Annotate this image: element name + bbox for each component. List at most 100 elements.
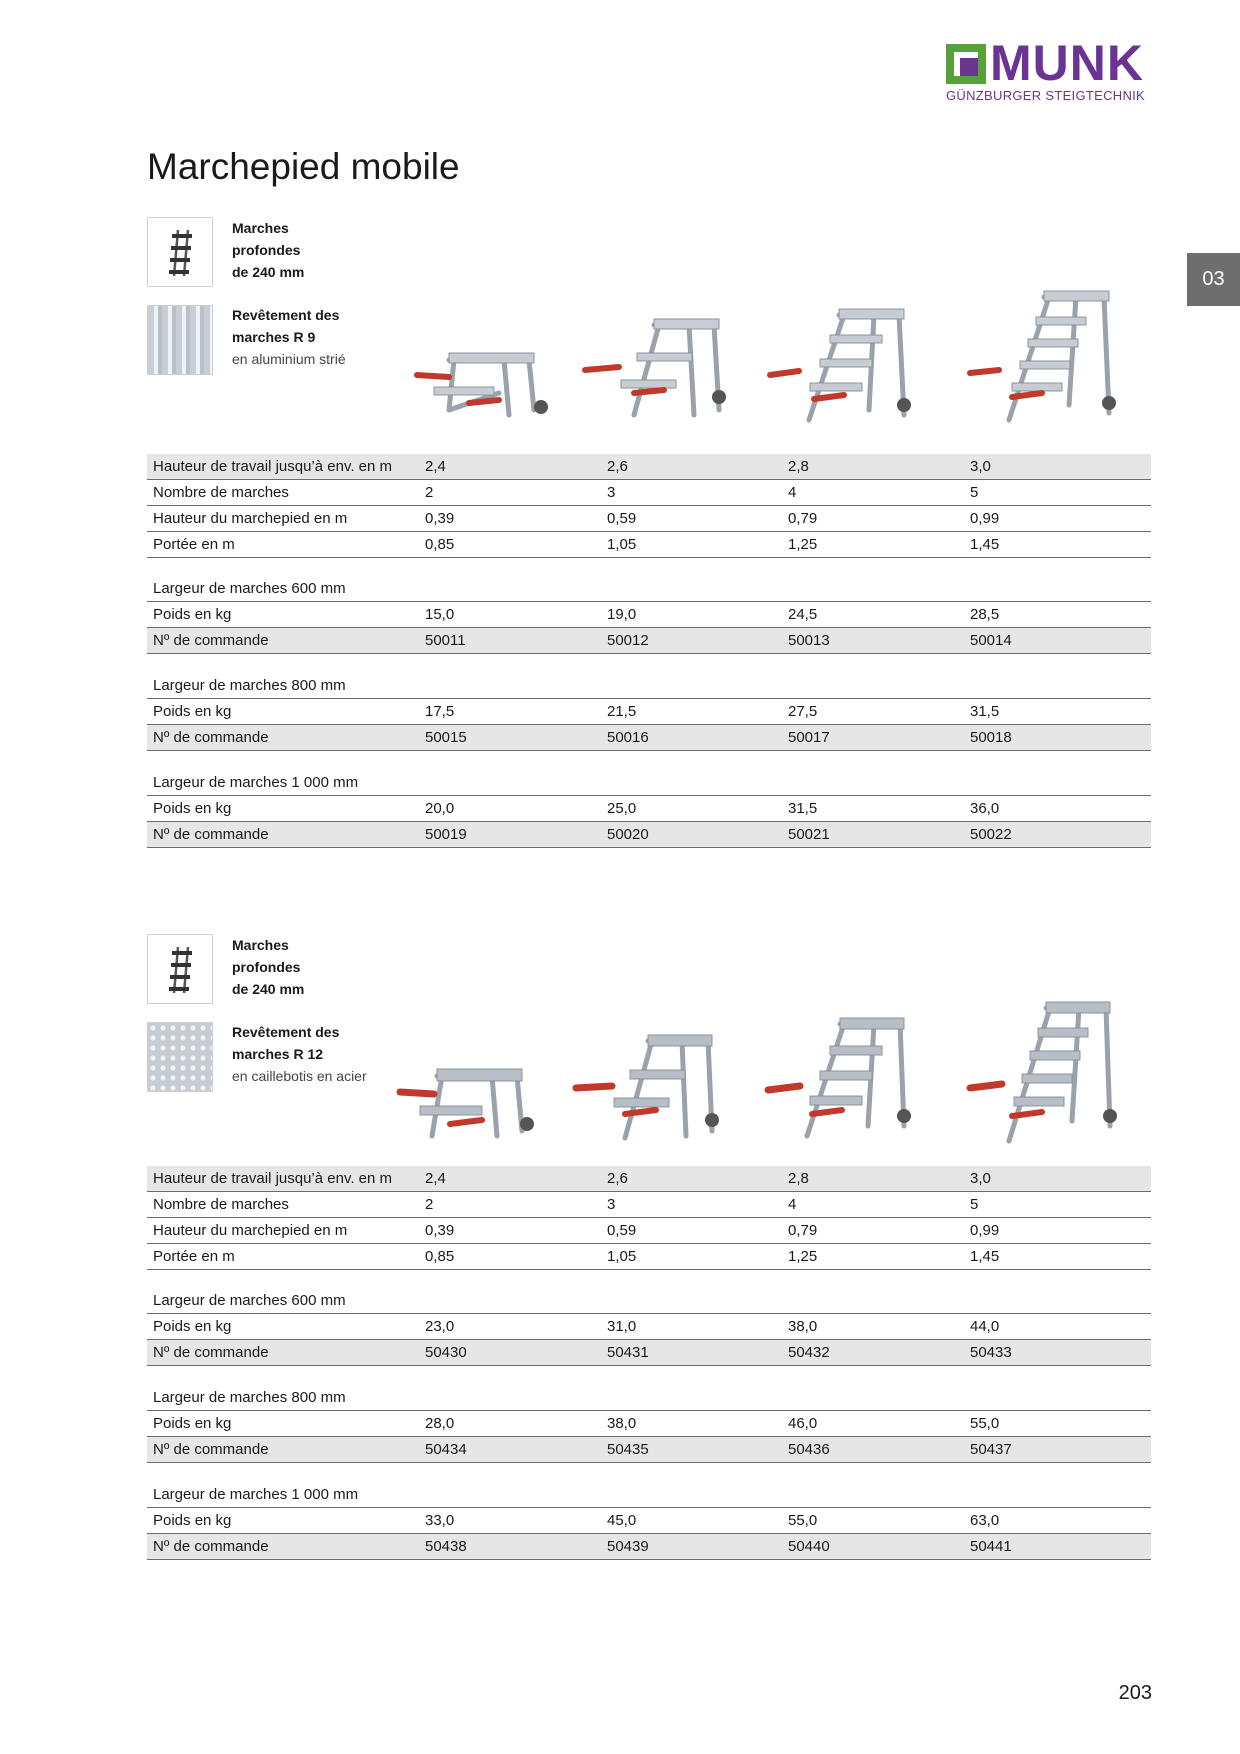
cell: 50430	[425, 1344, 467, 1361]
cell: 63,0	[970, 1512, 1000, 1529]
page-number: 203	[1118, 1682, 1152, 1704]
cell: 20,0	[425, 800, 455, 817]
cell: 2,4	[425, 1170, 446, 1187]
feature-line: de 240 mm	[232, 264, 305, 280]
row-label: Nº de commande	[153, 1344, 269, 1361]
feature-line: marches R 9	[232, 329, 316, 345]
cell: 50434	[425, 1441, 467, 1458]
cell: 55,0	[970, 1415, 1000, 1432]
cell: 4	[788, 1196, 797, 1213]
cell: 3	[607, 484, 616, 501]
width-group-heading: Largeur de marches 1 000 mm	[147, 770, 1151, 796]
cell: 0,59	[607, 1222, 637, 1239]
step-ladder-2-steps-image	[396, 1068, 534, 1139]
cell: 50017	[788, 729, 830, 746]
munk-logo: MUNK GÜNZBURGER STEIGTECHNIK	[946, 36, 1152, 106]
cell: 50431	[607, 1344, 649, 1361]
cell: 50441	[970, 1538, 1012, 1555]
cell: 36,0	[970, 800, 1000, 817]
logo-tagline: GÜNZBURGER STEIGTECHNIK	[946, 88, 1146, 103]
cell: 31,5	[788, 800, 818, 817]
step-ladder-2-steps-image	[414, 352, 548, 418]
cell: 50432	[788, 1344, 830, 1361]
feature-line: Marches	[232, 220, 289, 236]
cell: 0,39	[425, 1222, 455, 1239]
chapter-tab[interactable]: 03	[1187, 253, 1240, 306]
cell: 2,6	[607, 1170, 628, 1187]
cell: 1,05	[607, 1248, 637, 1265]
cell: 31,5	[970, 703, 1000, 720]
row-label: Poids en kg	[153, 1415, 232, 1432]
width-group-title: Largeur de marches 800 mm	[153, 1389, 346, 1406]
cell: 0,85	[425, 536, 455, 553]
feature-line: profondes	[232, 242, 301, 258]
cell: 2	[425, 1196, 434, 1213]
cell: 50435	[607, 1441, 649, 1458]
row-label: Hauteur de travail jusqu’à env. en m	[153, 1170, 393, 1187]
width-group-title: Largeur de marches 1 000 mm	[153, 1486, 359, 1503]
cell: 0,99	[970, 1222, 1000, 1239]
cell: 28,5	[970, 606, 1000, 623]
width-group-heading: Largeur de marches 600 mm	[147, 576, 1151, 602]
cell: 50440	[788, 1538, 830, 1555]
cell: 5	[970, 1196, 979, 1213]
row-label: Nombre de marches	[153, 1196, 289, 1213]
cell: 31,0	[607, 1318, 637, 1335]
deep-step-text: Marches profondes de 240 mm	[232, 217, 304, 283]
row-label: Nº de commande	[153, 1441, 269, 1458]
cell: 50433	[970, 1344, 1012, 1361]
cell: 38,0	[788, 1318, 818, 1335]
step-ladder-4-steps-image	[764, 1017, 911, 1139]
width-group-title: Largeur de marches 1 000 mm	[153, 774, 359, 791]
width-group-heading: Largeur de marches 1 000 mm	[147, 1482, 1151, 1508]
logo-wordmark: MUNK	[990, 35, 1144, 91]
cell: 25,0	[607, 800, 637, 817]
cell: 2,8	[788, 1170, 809, 1187]
feature-line: Revêtement des	[232, 1024, 340, 1040]
surface-text: Revêtement des marches R 12 en caillebot…	[232, 1021, 367, 1087]
cell: 50014	[970, 632, 1012, 649]
feature-line: marches R 12	[232, 1046, 324, 1062]
step-ladder-3-steps-image	[572, 1034, 719, 1141]
cell: 50012	[607, 632, 649, 649]
cell: 50020	[607, 826, 649, 843]
row-label: Portée en m	[153, 536, 235, 553]
cell: 55,0	[788, 1512, 818, 1529]
cell: 33,0	[425, 1512, 455, 1529]
row-label: Hauteur du marchepied en m	[153, 510, 348, 527]
cell: 0,79	[788, 510, 818, 527]
cell: 2,8	[788, 458, 809, 475]
feature-line: Marches	[232, 937, 289, 953]
cell: 0,99	[970, 510, 1000, 527]
cell: 0,39	[425, 510, 455, 527]
cell: 50011	[425, 632, 466, 649]
cell: 50022	[970, 826, 1012, 843]
cell: 50019	[425, 826, 467, 843]
feature-line: Revêtement des	[232, 307, 340, 323]
row-label: Hauteur du marchepied en m	[153, 1222, 348, 1239]
cell: 21,5	[607, 703, 637, 720]
feature-line: de 240 mm	[232, 981, 305, 997]
width-group-title: Largeur de marches 600 mm	[153, 580, 346, 597]
cell: 3,0	[970, 458, 991, 475]
cell: 0,79	[788, 1222, 818, 1239]
row-label: Poids en kg	[153, 800, 232, 817]
table-row: Poids en kg 20,0 25,0 31,5 36,0	[147, 796, 1151, 822]
row-label: Nº de commande	[153, 1538, 269, 1555]
cell: 50013	[788, 632, 830, 649]
cell: 46,0	[788, 1415, 818, 1432]
cell: 5	[970, 484, 979, 501]
deep-step-icon	[147, 934, 213, 1004]
cell: 27,5	[788, 703, 818, 720]
product-images	[409, 275, 1151, 435]
